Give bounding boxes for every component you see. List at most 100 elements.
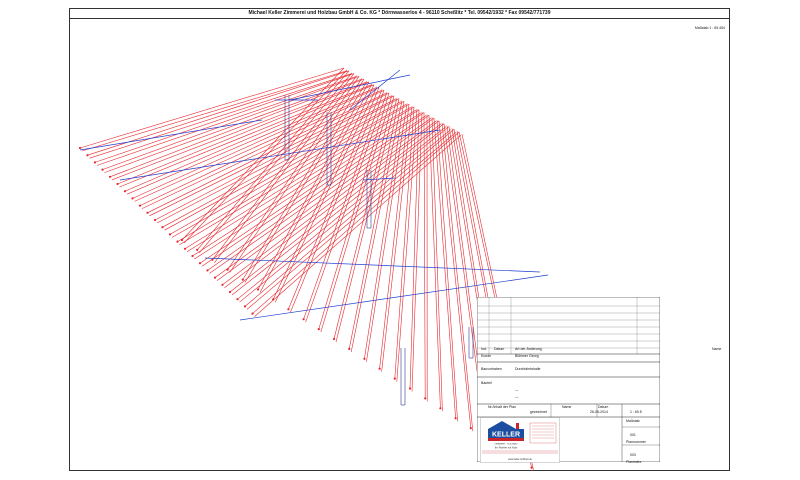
- rafter-left: [237, 126, 450, 300]
- rafter-left: [109, 78, 365, 178]
- rafter-end: [454, 417, 457, 420]
- client-label: Kunde: [481, 354, 492, 358]
- rafter-end: [183, 247, 187, 250]
- rafter-end: [256, 288, 260, 291]
- rafter-left: [179, 106, 412, 245]
- rafter-right: [348, 98, 400, 349]
- rafter-right: [212, 73, 355, 260]
- rafter-end: [206, 269, 209, 272]
- project-value: Durchfahrtshalle: [515, 367, 541, 371]
- client-value: Bühlmer Georg: [515, 354, 539, 358]
- rafter-left: [132, 87, 380, 199]
- rafter-left: [246, 131, 457, 310]
- rafter-end: [123, 190, 127, 193]
- rafter-left: [164, 101, 402, 231]
- rafter-right: [272, 84, 375, 300]
- rafter-right: [394, 106, 415, 379]
- rafter-left: [214, 117, 435, 278]
- purlin-eave-front: [239, 274, 549, 321]
- rafter-end: [378, 367, 381, 370]
- scale-note: Maßstab 1 : 69.454: [694, 26, 725, 30]
- rafter-end: [191, 254, 194, 258]
- rafter-left: [141, 92, 387, 209]
- rafter-end: [101, 168, 104, 171]
- rafter-end: [146, 211, 149, 214]
- rafter-end: [251, 312, 254, 315]
- rafter-end: [138, 204, 142, 207]
- rev-header-date: Datum: [494, 347, 505, 351]
- drawn-label: gezeichnet: [530, 410, 547, 414]
- rafter-end: [469, 427, 472, 430]
- rafter-left: [111, 81, 367, 181]
- rafter-end: [393, 377, 396, 380]
- rafter-left: [81, 70, 347, 152]
- rafter-left: [162, 98, 400, 228]
- rafter-end: [241, 278, 244, 281]
- rafter-left: [186, 109, 417, 253]
- rafter-left: [94, 73, 355, 163]
- rafter-end: [116, 182, 119, 186]
- rafter-left: [231, 126, 447, 296]
- rafter-right: [244, 80, 368, 283]
- rafter-end: [153, 218, 157, 222]
- rafter-end: [317, 328, 320, 331]
- rafter-right: [364, 101, 405, 359]
- rafter-left: [201, 115, 427, 267]
- logo-sub: ZIMMEREI · HOLZBAU: [495, 443, 518, 446]
- rafter-left: [154, 95, 395, 221]
- rafter-end: [198, 262, 202, 265]
- rafter-left: [222, 120, 440, 286]
- rafter-right: [441, 122, 474, 432]
- rev-header-ind: Ind.: [481, 347, 487, 351]
- rafter-left: [126, 87, 377, 195]
- rafter-left: [239, 129, 452, 303]
- rev-header-change: Art der Änderung: [515, 347, 542, 351]
- rafter-left: [177, 103, 410, 242]
- rafter-end: [78, 146, 82, 150]
- rafter-left: [87, 70, 350, 156]
- rafter-left: [89, 73, 352, 159]
- rafter-left: [102, 76, 360, 170]
- purlin-mid-left: [119, 129, 441, 181]
- rafter-right: [257, 81, 370, 290]
- sheet-value: 001: [630, 433, 636, 437]
- rafter-end: [176, 240, 179, 243]
- rafter-right: [409, 109, 420, 389]
- rafter-end: [332, 337, 336, 341]
- rafter-end: [221, 283, 224, 286]
- rafter-left: [229, 123, 445, 293]
- rafter-left: [194, 112, 422, 260]
- rafter-right: [305, 92, 388, 323]
- rafter-left: [171, 104, 407, 238]
- rafter-end: [86, 154, 89, 157]
- logo-slogan: Ihr Partner mit Holz: [495, 446, 518, 450]
- rafter-left: [254, 134, 462, 317]
- rafter-end: [363, 357, 366, 360]
- part-label: Bauteil: [481, 381, 492, 385]
- scale-label: Maßstab: [626, 419, 640, 423]
- rafter-right: [259, 83, 373, 293]
- part-value-1: —: [515, 388, 519, 392]
- rafter-left: [147, 92, 390, 214]
- posts: [284, 95, 527, 406]
- rafter-right: [428, 115, 441, 409]
- rafter-left: [156, 98, 397, 224]
- rafter-left: [139, 89, 385, 206]
- scale-value: 1 : 69.5: [630, 410, 642, 414]
- ridge-beam: [289, 74, 411, 101]
- rafter-end: [196, 248, 199, 251]
- name-label: Name: [562, 405, 572, 409]
- rafter-end: [287, 308, 290, 311]
- rev-header-name: Name: [712, 347, 722, 351]
- page-value: 003: [630, 453, 636, 457]
- rafter-right: [350, 100, 403, 352]
- rafter-end: [161, 226, 164, 229]
- rafter-right: [436, 120, 458, 422]
- rafter-left: [252, 131, 460, 314]
- rafter-right: [431, 117, 443, 412]
- rafter-right: [396, 108, 418, 382]
- rafter-end: [93, 161, 97, 164]
- rafter-end: [131, 197, 134, 200]
- rafter-left: [244, 128, 455, 307]
